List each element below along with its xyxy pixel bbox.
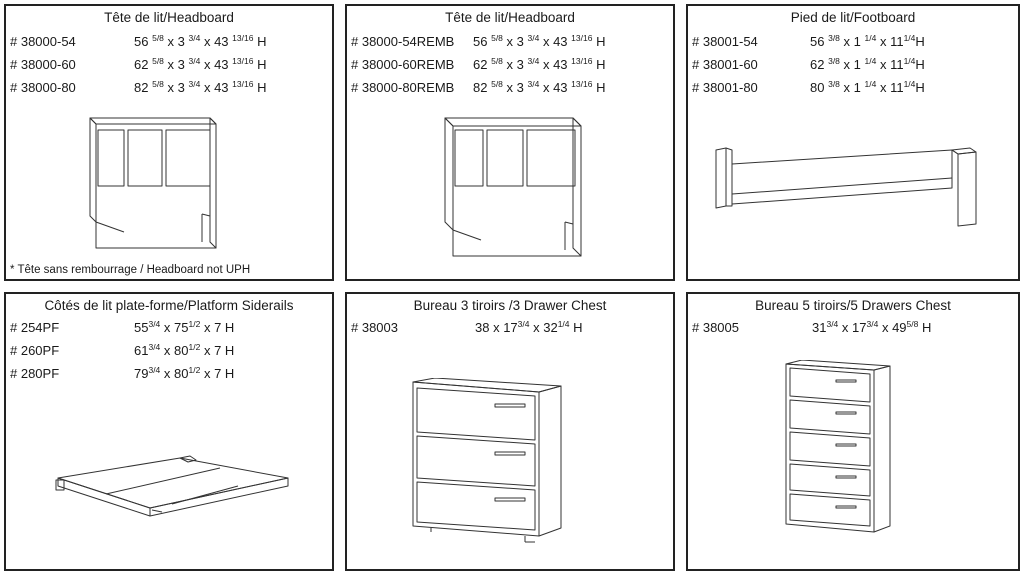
product-code: # 260PF xyxy=(10,343,60,358)
panel-title: Bureau 3 tiroirs /3 Drawer Chest xyxy=(413,298,607,313)
dimensions: 56 5/8 x 3 3/4 x 43 13/16 H xyxy=(134,33,267,49)
dimensions: 313/4 x 173/4 x 495/8 H xyxy=(812,319,932,335)
panel-platform-siderails: Côtés de lit plate-forme/Platform Sidera… xyxy=(4,292,334,571)
panel-headboard: Tête de lit/Headboard # 38000-54 56 5/8 … xyxy=(4,4,334,281)
product-code: # 38005 xyxy=(692,320,739,335)
upholstery-note: * Tête sans rembourrage / Headboard not … xyxy=(10,264,251,276)
dimensions: 82 5/8 x 3 3/4 x 43 13/16 H xyxy=(473,79,606,95)
product-code: # 38000-54REMB xyxy=(351,34,455,49)
headboard-drawing xyxy=(89,117,217,249)
product-code: # 38003 xyxy=(351,320,398,335)
product-code: # 254PF xyxy=(10,320,60,335)
panel-title: Côtés de lit plate-forme/Platform Sidera… xyxy=(44,298,294,313)
dimensions: 62 5/8 x 3 3/4 x 43 13/16 H xyxy=(473,56,606,72)
product-code: # 280PF xyxy=(10,366,60,381)
5-drawer-chest-drawing xyxy=(785,360,891,533)
3-drawer-chest-drawing xyxy=(412,378,562,543)
dimensions: 793/4 x 801/2 x 7 H xyxy=(134,365,235,381)
product-code: # 38001-54 xyxy=(692,34,758,49)
panel-footboard: Pied de lit/Footboard # 38001-54 56 3/8 … xyxy=(686,4,1020,281)
headboard-remb-drawing xyxy=(444,117,582,257)
product-code: # 38001-60 xyxy=(692,57,758,72)
dimensions: 553/4 x 751/2 x 7 H xyxy=(134,319,235,335)
panel-title: Bureau 5 tiroirs/5 Drawers Chest xyxy=(755,298,951,313)
siderails-drawing xyxy=(55,455,289,517)
panel-title: Tête de lit/Headboard xyxy=(445,10,575,25)
panel-title: Pied de lit/Footboard xyxy=(790,10,916,25)
dimensions: 80 3/8 x 1 1/4 x 111/4H xyxy=(810,79,925,95)
product-code: # 38000-60REMB xyxy=(351,57,455,72)
dimensions: 38 x 173/4 x 321/4 H xyxy=(475,319,583,335)
dimensions: 56 3/8 x 1 1/4 x 111/4H xyxy=(810,33,925,49)
panel-3-drawer-chest: Bureau 3 tiroirs /3 Drawer Chest # 38003… xyxy=(345,292,675,571)
product-code: # 38001-80 xyxy=(692,80,758,95)
dimensions: 613/4 x 801/2 x 7 H xyxy=(134,342,235,358)
product-code: # 38000-80 xyxy=(10,80,76,95)
product-code: # 38000-54 xyxy=(10,34,76,49)
dimensions: 62 5/8 x 3 3/4 x 43 13/16 H xyxy=(134,56,267,72)
dimensions: 62 3/8 x 1 1/4 x 111/4H xyxy=(810,56,925,72)
panel-headboard-remb: Tête de lit/Headboard # 38000-54REMB 56 … xyxy=(345,4,675,281)
dimensions: 82 5/8 x 3 3/4 x 43 13/16 H xyxy=(134,79,267,95)
product-code: # 38000-60 xyxy=(10,57,76,72)
product-code: # 38000-80REMB xyxy=(351,80,455,95)
dimensions: 56 5/8 x 3 3/4 x 43 13/16 H xyxy=(473,33,606,49)
footboard-drawing xyxy=(715,147,977,227)
panel-5-drawer-chest: Bureau 5 tiroirs/5 Drawers Chest # 38005… xyxy=(686,292,1020,571)
panel-title: Tête de lit/Headboard xyxy=(104,10,234,25)
